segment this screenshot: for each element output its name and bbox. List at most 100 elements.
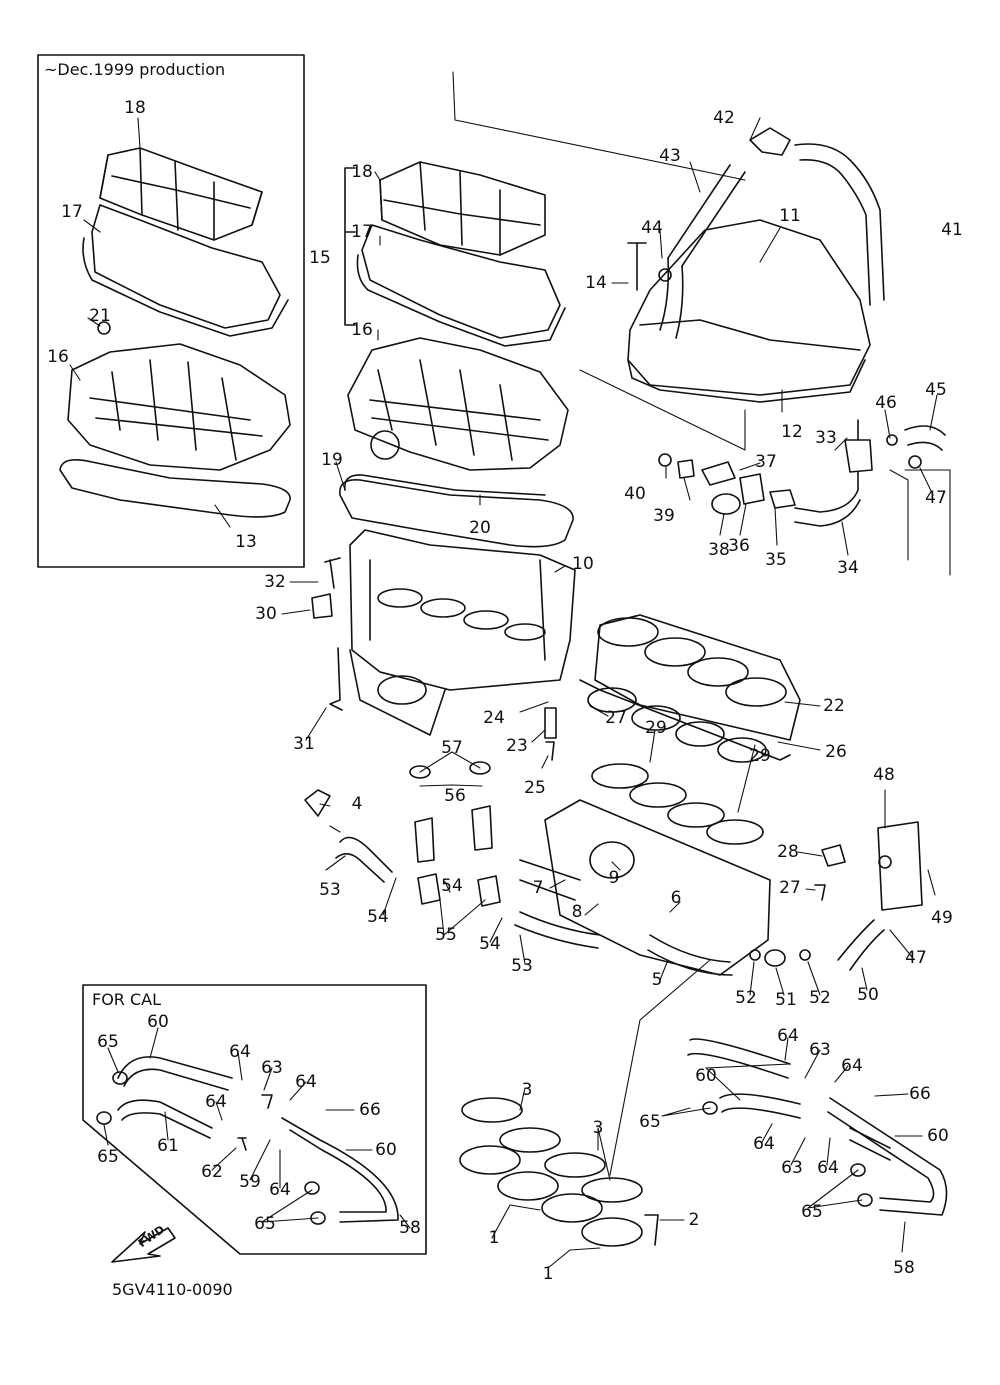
callout-20: 20 bbox=[469, 518, 491, 538]
callout-1: 1 bbox=[488, 1228, 500, 1248]
callout-50: 50 bbox=[857, 985, 879, 1005]
callout-64: 64 bbox=[295, 1072, 317, 1092]
callout-65: 65 bbox=[639, 1112, 661, 1132]
callout-28: 28 bbox=[777, 842, 799, 862]
callout-31: 31 bbox=[293, 734, 315, 754]
callout-64: 64 bbox=[777, 1026, 799, 1046]
callout-23: 23 bbox=[506, 736, 528, 756]
callout-5: 5 bbox=[651, 970, 663, 990]
callout-4: 4 bbox=[351, 794, 363, 814]
callout-51: 51 bbox=[775, 990, 797, 1010]
inset-caption-early-production: ~Dec.1999 production bbox=[44, 60, 226, 79]
callout-27: 27 bbox=[605, 708, 627, 728]
callout-63: 63 bbox=[781, 1158, 803, 1178]
inset-caption-for-cal: FOR CAL bbox=[92, 990, 162, 1009]
callout-66: 66 bbox=[909, 1084, 931, 1104]
callout-15: 15 bbox=[309, 248, 331, 268]
callout-56: 56 bbox=[444, 786, 466, 806]
callout-16: 16 bbox=[351, 320, 373, 340]
callout-47: 47 bbox=[905, 948, 927, 968]
callout-12: 12 bbox=[781, 422, 803, 442]
callout-30: 30 bbox=[255, 604, 277, 624]
callout-22: 22 bbox=[823, 696, 845, 716]
callout-64: 64 bbox=[753, 1134, 775, 1154]
callout-10: 10 bbox=[572, 554, 594, 574]
callout-7: 7 bbox=[532, 878, 544, 898]
callout-35: 35 bbox=[765, 550, 787, 570]
callout-48: 48 bbox=[873, 765, 895, 785]
callout-44: 44 bbox=[641, 218, 663, 238]
callout-8: 8 bbox=[571, 902, 583, 922]
callout-9: 9 bbox=[608, 868, 620, 888]
callout-29: 29 bbox=[645, 718, 667, 738]
fwd-arrow bbox=[111, 1227, 176, 1263]
callout-37: 37 bbox=[755, 452, 777, 472]
callout-60: 60 bbox=[147, 1012, 169, 1032]
callout-64: 64 bbox=[269, 1180, 291, 1200]
callout-21: 21 bbox=[89, 306, 111, 326]
callout-26: 26 bbox=[825, 742, 847, 762]
callout-55: 55 bbox=[435, 925, 457, 945]
callout-47: 47 bbox=[925, 488, 947, 508]
callout-29: 29 bbox=[749, 746, 771, 766]
callout-36: 36 bbox=[728, 536, 750, 556]
callout-46: 46 bbox=[875, 393, 897, 413]
callout-45: 45 bbox=[925, 380, 947, 400]
callout-64: 64 bbox=[229, 1042, 251, 1062]
callout-65: 65 bbox=[97, 1032, 119, 1052]
callout-40: 40 bbox=[624, 484, 646, 504]
callout-18: 18 bbox=[351, 162, 373, 182]
callout-18: 18 bbox=[124, 98, 146, 118]
callout-53: 53 bbox=[319, 880, 341, 900]
callout-24: 24 bbox=[483, 708, 505, 728]
callout-42: 42 bbox=[713, 108, 735, 128]
callout-53: 53 bbox=[511, 956, 533, 976]
callout-61: 61 bbox=[157, 1136, 179, 1156]
inset-box-early-production bbox=[37, 54, 305, 568]
callout-65: 65 bbox=[801, 1202, 823, 1222]
callout-3: 3 bbox=[592, 1118, 604, 1138]
callout-19: 19 bbox=[321, 450, 343, 470]
callout-64: 64 bbox=[841, 1056, 863, 1076]
callout-27: 27 bbox=[779, 878, 801, 898]
callout-38: 38 bbox=[708, 540, 730, 560]
callout-41: 41 bbox=[941, 220, 963, 240]
inset-box-for-cal bbox=[82, 984, 427, 1255]
callout-58: 58 bbox=[893, 1258, 915, 1278]
callout-62: 62 bbox=[201, 1162, 223, 1182]
callout-39: 39 bbox=[653, 506, 675, 526]
callout-52: 52 bbox=[735, 988, 757, 1008]
callout-64: 64 bbox=[817, 1158, 839, 1178]
callout-58: 58 bbox=[399, 1218, 421, 1238]
callout-25: 25 bbox=[524, 778, 546, 798]
callout-64: 64 bbox=[205, 1092, 227, 1112]
callout-63: 63 bbox=[261, 1058, 283, 1078]
callout-34: 34 bbox=[837, 558, 859, 578]
callout-54: 54 bbox=[441, 876, 463, 896]
callout-52: 52 bbox=[809, 988, 831, 1008]
callout-13: 13 bbox=[235, 532, 257, 552]
callout-59: 59 bbox=[239, 1172, 261, 1192]
callout-54: 54 bbox=[367, 907, 389, 927]
callout-57: 57 bbox=[441, 738, 463, 758]
callout-1: 1 bbox=[542, 1264, 554, 1284]
callout-3: 3 bbox=[521, 1080, 533, 1100]
callout-60: 60 bbox=[927, 1126, 949, 1146]
callout-14: 14 bbox=[585, 273, 607, 293]
callout-16: 16 bbox=[47, 347, 69, 367]
callout-63: 63 bbox=[809, 1040, 831, 1060]
callout-65: 65 bbox=[97, 1147, 119, 1167]
callout-60: 60 bbox=[375, 1140, 397, 1160]
callout-60: 60 bbox=[695, 1066, 717, 1086]
callout-65: 65 bbox=[254, 1214, 276, 1234]
callout-49: 49 bbox=[931, 908, 953, 928]
callout-43: 43 bbox=[659, 146, 681, 166]
callout-54: 54 bbox=[479, 934, 501, 954]
callout-32: 32 bbox=[264, 572, 286, 592]
callout-2: 2 bbox=[688, 1210, 700, 1230]
callout-17: 17 bbox=[61, 202, 83, 222]
callout-33: 33 bbox=[815, 428, 837, 448]
callout-66: 66 bbox=[359, 1100, 381, 1120]
